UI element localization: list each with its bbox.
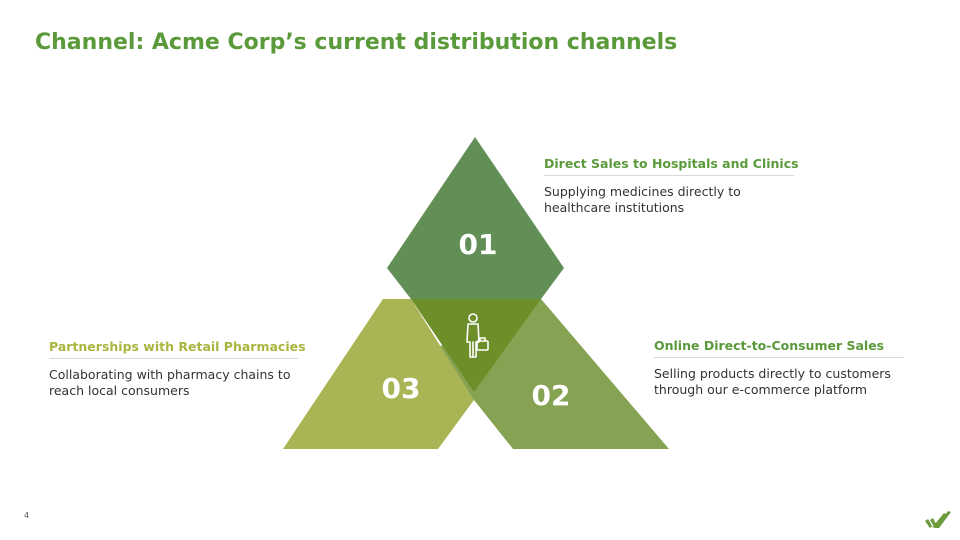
page-title: Channel: Acme Corp’s current distributio…: [35, 30, 678, 55]
person-with-briefcase-icon: [466, 313, 489, 358]
triangle-segment-01: [387, 137, 564, 299]
page-number: 4: [24, 511, 30, 520]
callout-description-03: Collaborating with pharmacy chains to re…: [49, 367, 291, 398]
callout-description-02: Selling products directly to customers t…: [654, 366, 891, 397]
callout-heading-03: Partnerships with Retail Pharmacies: [49, 339, 306, 354]
callout-divider-01: [544, 175, 794, 176]
callout-online-sales: Online Direct-to-Consumer Sales Selling …: [654, 338, 904, 398]
segment-number-02: 02: [532, 379, 571, 412]
check-stripes-logo: [925, 511, 951, 528]
callout-direct-sales: Direct Sales to Hospitals and Clinics Su…: [544, 156, 799, 216]
callout-description-01: Supplying medicines directly to healthca…: [544, 184, 741, 215]
callout-retail-pharmacies: Partnerships with Retail Pharmacies Coll…: [49, 339, 306, 399]
segment-number-03: 03: [382, 372, 421, 405]
segment-number-01: 01: [459, 228, 498, 261]
callout-divider-03: [49, 358, 298, 359]
triangle-segment-03: [283, 299, 474, 449]
callout-heading-02: Online Direct-to-Consumer Sales: [654, 338, 885, 353]
callout-heading-01: Direct Sales to Hospitals and Clinics: [544, 156, 799, 171]
callout-divider-02: [654, 357, 904, 358]
